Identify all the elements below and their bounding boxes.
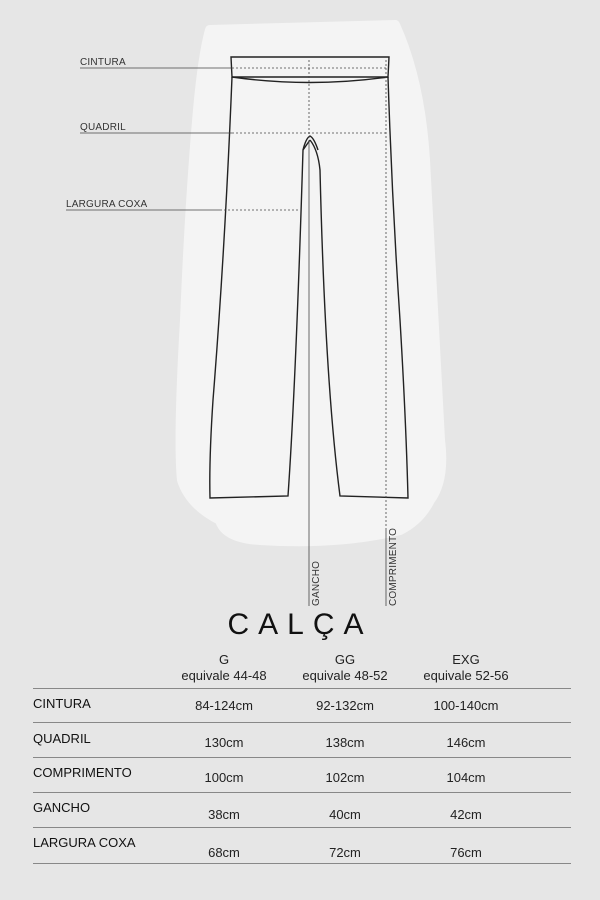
table-divider (33, 863, 571, 864)
table-cell: 100-140cm (433, 698, 499, 713)
table-cell: 40cm (329, 807, 361, 822)
label-gancho: GANCHO (311, 561, 322, 606)
page-title: CALÇA (227, 608, 373, 641)
table-cell: 76cm (450, 845, 482, 860)
row-label: COMPRIMENTO (33, 765, 132, 780)
mannequin-silhouette (175, 20, 447, 547)
table-cell: 102cm (325, 770, 365, 785)
measurement-lines (66, 60, 388, 606)
pants-outline (209, 56, 409, 499)
column-header-exg: EXG equivale 52-56 (406, 652, 526, 684)
table-cell: 84-124cm (195, 698, 253, 713)
table-cell: 92-132cm (316, 698, 374, 713)
table-cell: 42cm (450, 807, 482, 822)
table-divider (33, 688, 571, 689)
column-header-g: G equivale 44-48 (164, 652, 284, 684)
table-cell: 104cm (446, 770, 486, 785)
label-largura-coxa: LARGURA COXA (66, 199, 147, 210)
column-equiv: equivale 44-48 (181, 668, 267, 683)
table-cell: 72cm (329, 845, 361, 860)
column-size: EXG (452, 652, 480, 667)
row-label: GANCHO (33, 800, 91, 815)
row-label: QUADRIL (33, 731, 91, 746)
table-cell: 100cm (204, 770, 244, 785)
label-quadril: QUADRIL (80, 122, 126, 133)
column-equiv: equivale 48-52 (302, 668, 388, 683)
table-divider (33, 757, 571, 758)
table-cell: 130cm (204, 735, 244, 750)
row-label: LARGURA COXA (33, 835, 136, 850)
table-cell: 38cm (208, 807, 240, 822)
column-size: GG (334, 652, 356, 667)
table-cell: 68cm (208, 845, 240, 860)
column-size: G (218, 652, 230, 667)
pants-measurement-diagram: CINTURA QUADRIL LARGURA COXA GANCHO COMP… (66, 20, 447, 606)
table-divider (33, 827, 571, 828)
row-label: CINTURA (33, 696, 91, 711)
table-cell: 146cm (446, 735, 486, 750)
column-equiv: equivale 52-56 (423, 668, 509, 683)
column-header-gg: GG equivale 48-52 (285, 652, 405, 684)
label-cintura: CINTURA (80, 57, 126, 68)
table-divider (33, 792, 571, 793)
table-cell: 138cm (325, 735, 365, 750)
table-divider (33, 722, 571, 723)
label-comprimento: COMPRIMENTO (388, 528, 399, 606)
